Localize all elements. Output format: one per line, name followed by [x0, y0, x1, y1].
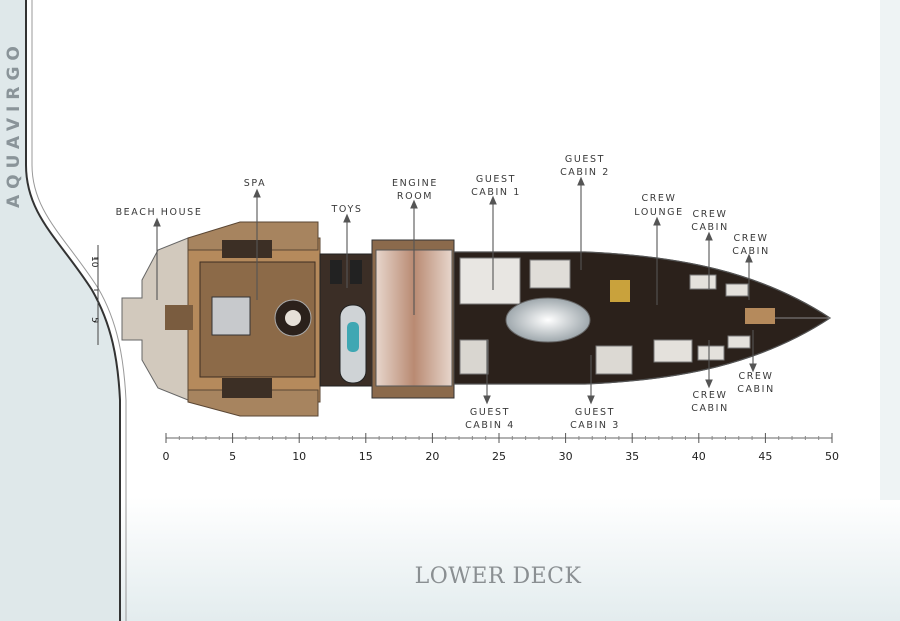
central-stairwell — [505, 297, 591, 343]
deck-bottom-wing — [187, 389, 319, 417]
label-beach-house: BEACH HOUSE — [116, 207, 203, 218]
beach-house-seat — [165, 305, 193, 330]
label-toys: TOYS — [331, 204, 363, 215]
deck-loungers — [222, 378, 272, 398]
label-guest-cabin-3-a: GUEST — [575, 407, 615, 418]
label-guest-cabin-3-b: CABIN 3 — [570, 420, 620, 431]
spa-round-table-top — [285, 310, 301, 326]
label-crew-cabin-bottom-1-b: CABIN — [691, 403, 729, 414]
label-crew-cabin-top-2-a: CREW — [733, 233, 768, 244]
beam-label-10: 10 — [89, 256, 99, 268]
label-crew-cabin-bottom-1-a: CREW — [692, 390, 727, 401]
scale-label-0: 0 — [163, 450, 170, 463]
label-crew-lounge-b: LOUNGE — [634, 207, 683, 218]
label-guest-cabin-4-b: CABIN 4 — [465, 420, 515, 431]
scale-label-20: 20 — [425, 450, 439, 463]
spa-pool — [211, 296, 251, 336]
side-panel-curve — [25, 0, 121, 621]
label-engine-room-2: ROOM — [397, 191, 433, 202]
scale-label-10: 10 — [292, 450, 306, 463]
label-guest-cabin-1-b: CABIN 1 — [471, 187, 521, 198]
label-guest-cabin-4-a: GUEST — [470, 407, 510, 418]
guest-cabin-4-bed — [459, 339, 489, 375]
label-guest-cabin-2-b: CABIN 2 — [560, 167, 610, 178]
crew-lounge-sofa — [610, 280, 630, 302]
beam-label-5: 5 — [89, 317, 99, 323]
yacht-plan — [121, 221, 832, 417]
length-scale: 0 5 10 15 20 25 30 35 40 45 50 — [163, 433, 839, 463]
callout-arrows — [153, 176, 757, 405]
label-crew-cabin-top-1-b: CABIN — [691, 222, 729, 233]
label-guest-cabin-2-a: GUEST — [565, 154, 605, 165]
label-crew-cabin-top-2-b: CABIN — [732, 246, 770, 257]
scale-label-35: 35 — [625, 450, 639, 463]
right-margin-band — [880, 0, 900, 500]
label-engine-room-1: ENGINE — [392, 178, 438, 189]
scale-label-50: 50 — [825, 450, 839, 463]
label-crew-cabin-bottom-2-a: CREW — [738, 371, 773, 382]
hull-line-bottom — [454, 317, 831, 385]
label-crew-lounge-a: CREW — [641, 193, 676, 204]
jetski-2 — [350, 260, 362, 284]
scale-label-30: 30 — [559, 450, 573, 463]
guest-cabin-3-bed — [595, 345, 633, 375]
guest-cabin-1-bed — [459, 257, 521, 305]
scale-label-15: 15 — [359, 450, 373, 463]
crew-cabin-top-1-bunk — [689, 274, 717, 290]
scale-label-5: 5 — [229, 450, 236, 463]
deck-loungers-top — [222, 240, 272, 258]
crew-cabin-top-2-bunk — [725, 283, 749, 297]
crew-cabin-bottom-1-bunk — [697, 345, 725, 361]
lower-band — [120, 497, 900, 621]
scale-label-25: 25 — [492, 450, 506, 463]
label-guest-cabin-1-a: GUEST — [476, 174, 516, 185]
brand-logo: AQUAVIRGO — [4, 40, 24, 208]
room-labels: BEACH HOUSE SPA TOYS ENGINE ROOM GUEST C… — [116, 154, 775, 431]
hull-line-top — [454, 251, 831, 319]
label-spa: SPA — [244, 178, 266, 189]
bow-locker — [745, 308, 775, 324]
scale-label-45: 45 — [758, 450, 772, 463]
page-title: LOWER DECK — [415, 564, 582, 589]
guest-cabin-2-bed — [529, 259, 571, 289]
scale-label-40: 40 — [692, 450, 706, 463]
jetski-1 — [330, 260, 342, 284]
tender-boat-cockpit — [347, 322, 359, 352]
deck-top-wing — [187, 221, 319, 251]
crew-lounge-table — [653, 339, 693, 363]
label-crew-cabin-top-1-a: CREW — [692, 209, 727, 220]
label-crew-cabin-bottom-2-b: CABIN — [737, 384, 775, 395]
crew-cabin-bottom-2-bunk — [727, 335, 751, 349]
side-panel — [0, 0, 120, 621]
beam-scale: 10 5 — [89, 245, 99, 345]
